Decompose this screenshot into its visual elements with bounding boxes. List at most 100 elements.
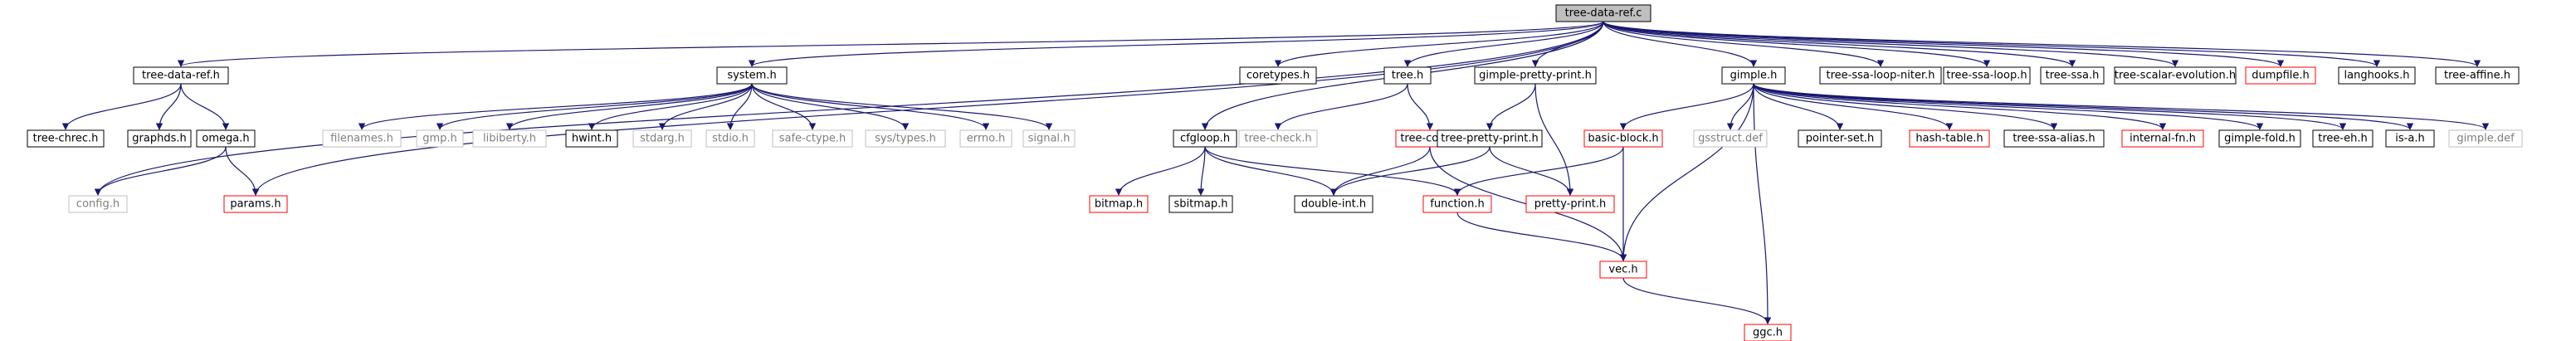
node-box-ggc (1744, 324, 1792, 341)
node-filenames: filenames.h (322, 129, 402, 148)
node-box-graphds (127, 129, 192, 148)
node-label-ggc: ggc.h (1753, 327, 1783, 339)
node-box-gimple_def (2448, 129, 2523, 148)
node-box-tree_affine (2435, 66, 2520, 85)
edge-gimple-to-basic_block (1619, 83, 1754, 130)
node-label-hash_table: hash-table.h (1915, 133, 1983, 145)
node-label-graphds: graphds.h (132, 133, 186, 145)
edge-gimple-to-tree_ssa_alias (1753, 83, 2058, 130)
edge-tdr_h-to-tree_chrec (61, 83, 182, 130)
node-omega[interactable]: omega.h (196, 129, 256, 148)
node-label-tsln: tree-ssa-loop-niter.h (1827, 70, 1935, 82)
edge-root-to-tree_h (1403, 21, 1604, 67)
node-ggc[interactable]: ggc.h (1744, 324, 1792, 341)
edge-function-to-vec (1456, 212, 1627, 261)
edge-system-to-libiberty (505, 83, 753, 130)
node-graphds[interactable]: graphds.h (127, 129, 192, 148)
node-system[interactable]: system.h (716, 66, 788, 85)
node-tree_ssa_alias[interactable]: tree-ssa-alias.h (2003, 129, 2105, 148)
edge-gimple-to-vec (1619, 83, 1754, 261)
edge-tree_h-to-tree_check (1274, 83, 1408, 130)
node-tdr_h[interactable]: tree-data-ref.h (133, 66, 229, 85)
node-gimple_fold[interactable]: gimple-fold.h (2218, 129, 2301, 148)
edge-omega-to-params (225, 146, 260, 196)
edge-gimple-to-pointer_set (1753, 83, 1844, 130)
edge-root-to-gimple (1603, 21, 1758, 67)
node-tse[interactable]: tree-scalar-evolution.h (2114, 66, 2237, 85)
node-pointer_set[interactable]: pointer-set.h (1798, 129, 1882, 148)
node-box-vec (1599, 261, 1647, 279)
node-safe_ctype: safe-ctype.h (772, 129, 853, 148)
node-label-safe_ctype: safe-ctype.h (779, 133, 846, 145)
edge-root-to-params (251, 21, 1604, 196)
node-root[interactable]: tree-data-ref.c (1555, 4, 1651, 22)
node-tree_chrec[interactable]: tree-chrec.h (27, 129, 105, 148)
edge-tpp-to-double_int (1329, 146, 1490, 196)
node-box-tree_eh (2312, 129, 2374, 148)
node-label-filenames: filenames.h (330, 133, 393, 145)
node-box-tree_check (1238, 129, 1318, 148)
node-basic_block[interactable]: basic-block.h (1583, 129, 1663, 148)
edge-tdr_h-to-omega (180, 83, 230, 130)
node-label-pretty_print: pretty-print.h (1534, 198, 1607, 211)
node-langhooks[interactable]: langhooks.h (2338, 66, 2416, 85)
node-box-gimple (1721, 66, 1786, 85)
node-internal_fn[interactable]: internal-fn.h (2121, 129, 2204, 148)
node-label-errno: errno.h (967, 133, 1006, 145)
node-tsl[interactable]: tree-ssa-loop.h (1943, 66, 2031, 85)
node-dumpfile[interactable]: dumpfile.h (2245, 66, 2316, 85)
node-box-basic_block (1583, 129, 1663, 148)
node-gimple[interactable]: gimple.h (1721, 66, 1786, 85)
node-coretypes[interactable]: coretypes.h (1239, 66, 1317, 85)
node-vec[interactable]: vec.h (1599, 261, 1647, 279)
edge-gimple-to-gimple_def (1753, 83, 2489, 130)
node-hwint[interactable]: hwint.h (565, 129, 618, 148)
node-label-stdarg: stdarg.h (640, 133, 685, 145)
node-stdio: stdio.h (705, 129, 755, 148)
node-label-tdr_h: tree-data-ref.h (142, 70, 220, 82)
edge-system-to-safe_ctype (751, 83, 817, 130)
node-tree_ssa[interactable]: tree-ssa.h (2040, 66, 2105, 85)
node-box-errno (959, 129, 1012, 148)
node-label-root: tree-data-ref.c (1565, 7, 1642, 20)
node-tree_eh[interactable]: tree-eh.h (2312, 129, 2374, 148)
node-box-hash_table (1909, 129, 1990, 148)
node-label-internal_fn: internal-fn.h (2130, 133, 2196, 145)
node-gmp: gmp.h (416, 129, 464, 148)
node-label-basic_block: basic-block.h (1588, 133, 1658, 145)
node-box-is_a (2385, 129, 2435, 148)
node-is_a[interactable]: is-a.h (2385, 129, 2435, 148)
node-double_int[interactable]: double-int.h (1294, 195, 1373, 213)
node-label-double_int: double-int.h (1301, 198, 1366, 211)
node-hash_table[interactable]: hash-table.h (1909, 129, 1990, 148)
node-box-tsl (1943, 66, 2031, 85)
node-tpp[interactable]: tree-pretty-print.h (1437, 129, 1543, 148)
edge-basic_block-to-function (1453, 146, 1624, 196)
edge-gimple-to-ggc (1753, 83, 1772, 324)
edge-system-to-signal (751, 83, 1053, 130)
edge-system-to-hwint (588, 83, 753, 130)
edge-tdr_h-to-graphds (155, 83, 182, 130)
node-label-system: system.h (727, 70, 776, 82)
edge-root-to-gpp (1531, 21, 1604, 67)
node-box-tsln (1819, 66, 1942, 85)
node-tree_affine[interactable]: tree-affine.h (2435, 66, 2520, 85)
node-tree_h[interactable]: tree.h (1383, 66, 1432, 85)
node-sbitmap[interactable]: sbitmap.h (1168, 195, 1233, 213)
node-label-function: function.h (1430, 198, 1484, 211)
node-function[interactable]: function.h (1422, 195, 1492, 213)
node-gpp[interactable]: gimple-pretty-print.h (1474, 66, 1597, 85)
node-tsln[interactable]: tree-ssa-loop-niter.h (1819, 66, 1942, 85)
node-box-params (223, 195, 288, 213)
node-label-gimple_def: gimple.def (2456, 133, 2515, 145)
edge-tree_core-to-double_int (1329, 146, 1431, 196)
node-pretty_print[interactable]: pretty-print.h (1525, 195, 1615, 213)
node-cfgloop[interactable]: cfgloop.h (1173, 129, 1237, 148)
node-box-tree_ssa_alias (2003, 129, 2105, 148)
node-box-tdr_h (133, 66, 229, 85)
node-bitmap[interactable]: bitmap.h (1089, 195, 1149, 213)
node-params[interactable]: params.h (223, 195, 288, 213)
dependency-edges (61, 21, 2489, 324)
node-box-gsstruct (1693, 129, 1768, 148)
